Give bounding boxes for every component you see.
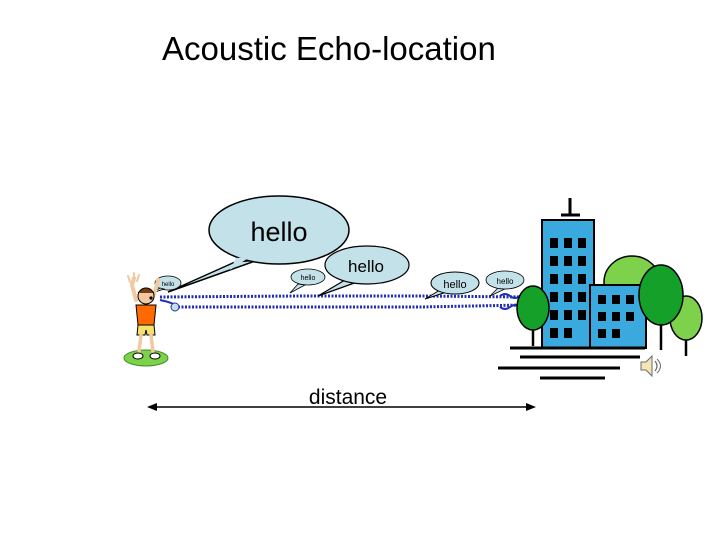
large-speech-bubble: hello: [167, 195, 350, 293]
small-speech-bubble-right: hello: [485, 270, 525, 297]
distance-label: distance: [309, 386, 387, 409]
slide-title: Acoustic Echo-location: [162, 30, 496, 67]
echo-wave: [178, 303, 526, 309]
small-mid-bubble-text: hello: [443, 279, 466, 291]
large-bubble-text: hello: [250, 217, 307, 247]
medium-bubble-text: hello: [348, 257, 384, 276]
child-shouting-illustration: [123, 272, 169, 367]
echo-start-dot: [170, 302, 180, 312]
medium-speech-bubble: hello: [317, 245, 410, 297]
small-right-bubble-text: hello: [497, 277, 514, 286]
tiny-bubble-text: hello: [162, 282, 175, 288]
small-speech-bubble-mid: hello: [424, 271, 480, 300]
small-speech-bubble-left: hello: [289, 268, 326, 294]
outgoing-wave: [159, 294, 526, 299]
sound-waves: [159, 293, 531, 312]
ground-patch: [123, 349, 169, 367]
speaker-icon[interactable]: [640, 354, 661, 378]
distance-arrow: [147, 403, 536, 411]
small-left-bubble-text: hello: [301, 275, 316, 282]
building-with-trees-illustration: [498, 198, 703, 380]
